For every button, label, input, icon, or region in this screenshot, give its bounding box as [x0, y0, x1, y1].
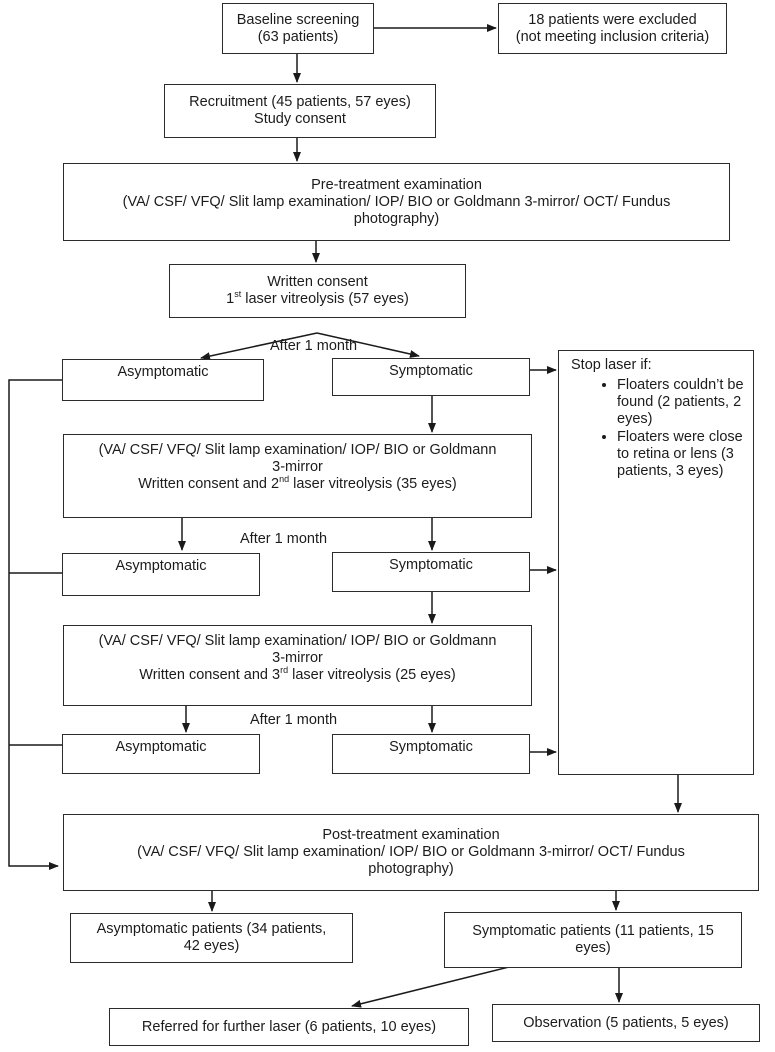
pretreatment-exam-box: Pre-treatment examination (VA/ CSF/ VFQ/…	[63, 163, 730, 241]
third-exam-line-1: (VA/ CSF/ VFQ/ Slit lamp examination/ IO…	[98, 633, 497, 649]
asymptomatic-patients-box: Asymptomatic patients (34 patients, 42 e…	[70, 913, 353, 963]
after-1-month-label-2: After 1 month	[240, 531, 328, 547]
pretreatment-line-1: Pre-treatment examination	[311, 176, 482, 193]
stop-laser-box: Stop laser if: Floaters couldn’t be foun…	[558, 350, 754, 775]
asymptomatic-box-3: Asymptomatic	[62, 734, 260, 774]
asymptomatic-patients-line-1: Asymptomatic patients (34 patients,	[96, 921, 327, 937]
baseline-screening-box: Baseline screening (63 patients)	[222, 3, 374, 54]
observation-box: Observation (5 patients, 5 eyes)	[492, 1004, 760, 1042]
edge-consent1-sym1	[316, 332, 420, 358]
first-laser-box: Written consent 1st laser vitreolysis (5…	[169, 264, 466, 318]
recruitment-line-2: Study consent	[254, 111, 346, 127]
stop-laser-title: Stop laser if:	[571, 357, 652, 373]
excluded-line-2: (not meeting inclusion criteria)	[515, 28, 710, 45]
recruitment-box: Recruitment (45 patients, 57 eyes) Study…	[164, 84, 436, 138]
second-exam-line-1: (VA/ CSF/ VFQ/ Slit lamp examination/ IO…	[98, 442, 497, 458]
edge-consent1-asym1	[200, 332, 318, 361]
stop-criterion-1: Floaters couldn’t be found (2 patients, …	[617, 377, 745, 428]
baseline-line-1: Baseline screening	[236, 11, 360, 28]
second-exam-line-2: 3-mirror	[272, 459, 323, 475]
posttreatment-line-1: Post-treatment examination	[322, 827, 500, 843]
edge-sym-patients-referred	[351, 966, 510, 1008]
third-exam-line-3: Written consent and 3rd laser vitreolysi…	[139, 665, 456, 683]
stop-criterion-2: Floaters were close to retina or lens (3…	[617, 429, 745, 480]
baseline-line-2: (63 patients)	[257, 28, 339, 45]
symptomatic-box-1: Symptomatic	[332, 358, 530, 396]
after-1-month-label-3: After 1 month	[250, 712, 338, 728]
pretreatment-line-3: photography)	[353, 210, 440, 227]
recruitment-line-1: Recruitment (45 patients, 57 eyes)	[189, 94, 411, 110]
excluded-line-1: 18 patients were excluded	[528, 11, 697, 28]
third-exam-line-2: 3-mirror	[272, 650, 323, 666]
posttreatment-line-3: photography)	[368, 861, 454, 877]
second-exam-box: (VA/ CSF/ VFQ/ Slit lamp examination/ IO…	[63, 434, 532, 518]
after-1-month-label: After 1 month	[270, 338, 358, 354]
posttreatment-line-2: (VA/ CSF/ VFQ/ Slit lamp examination/ IO…	[137, 844, 685, 860]
excluded-box: 18 patients were excluded (not meeting i…	[498, 3, 727, 54]
posttreatment-exam-box: Post-treatment examination (VA/ CSF/ VFQ…	[63, 814, 759, 891]
second-exam-line-3: Written consent and 2nd laser vitreolysi…	[138, 474, 457, 492]
asymptomatic-box-1: Asymptomatic	[62, 359, 264, 401]
third-exam-box: (VA/ CSF/ VFQ/ Slit lamp examination/ IO…	[63, 625, 532, 706]
stop-laser-criteria-list: Floaters couldn’t be found (2 patients, …	[571, 377, 745, 481]
first-laser-line-2: 1st laser vitreolysis (57 eyes)	[226, 289, 409, 307]
asymptomatic-patients-line-2: 42 eyes)	[183, 938, 240, 954]
symptomatic-patients-box: Symptomatic patients (11 patients, 15 ey…	[444, 912, 742, 968]
symptomatic-box-3: Symptomatic	[332, 734, 530, 774]
edge-asymptomatic-return	[8, 379, 62, 870]
symptomatic-box-2: Symptomatic	[332, 552, 530, 592]
pretreatment-line-2: (VA/ CSF/ VFQ/ Slit lamp examination/ IO…	[122, 193, 671, 210]
symptomatic-patients-line-1: Symptomatic patients (11 patients, 15	[472, 923, 714, 939]
referred-further-laser-box: Referred for further laser (6 patients, …	[109, 1008, 469, 1046]
first-laser-line-1: Written consent	[267, 274, 368, 290]
symptomatic-patients-line-2: eyes)	[575, 940, 611, 956]
asymptomatic-box-2: Asymptomatic	[62, 553, 260, 596]
